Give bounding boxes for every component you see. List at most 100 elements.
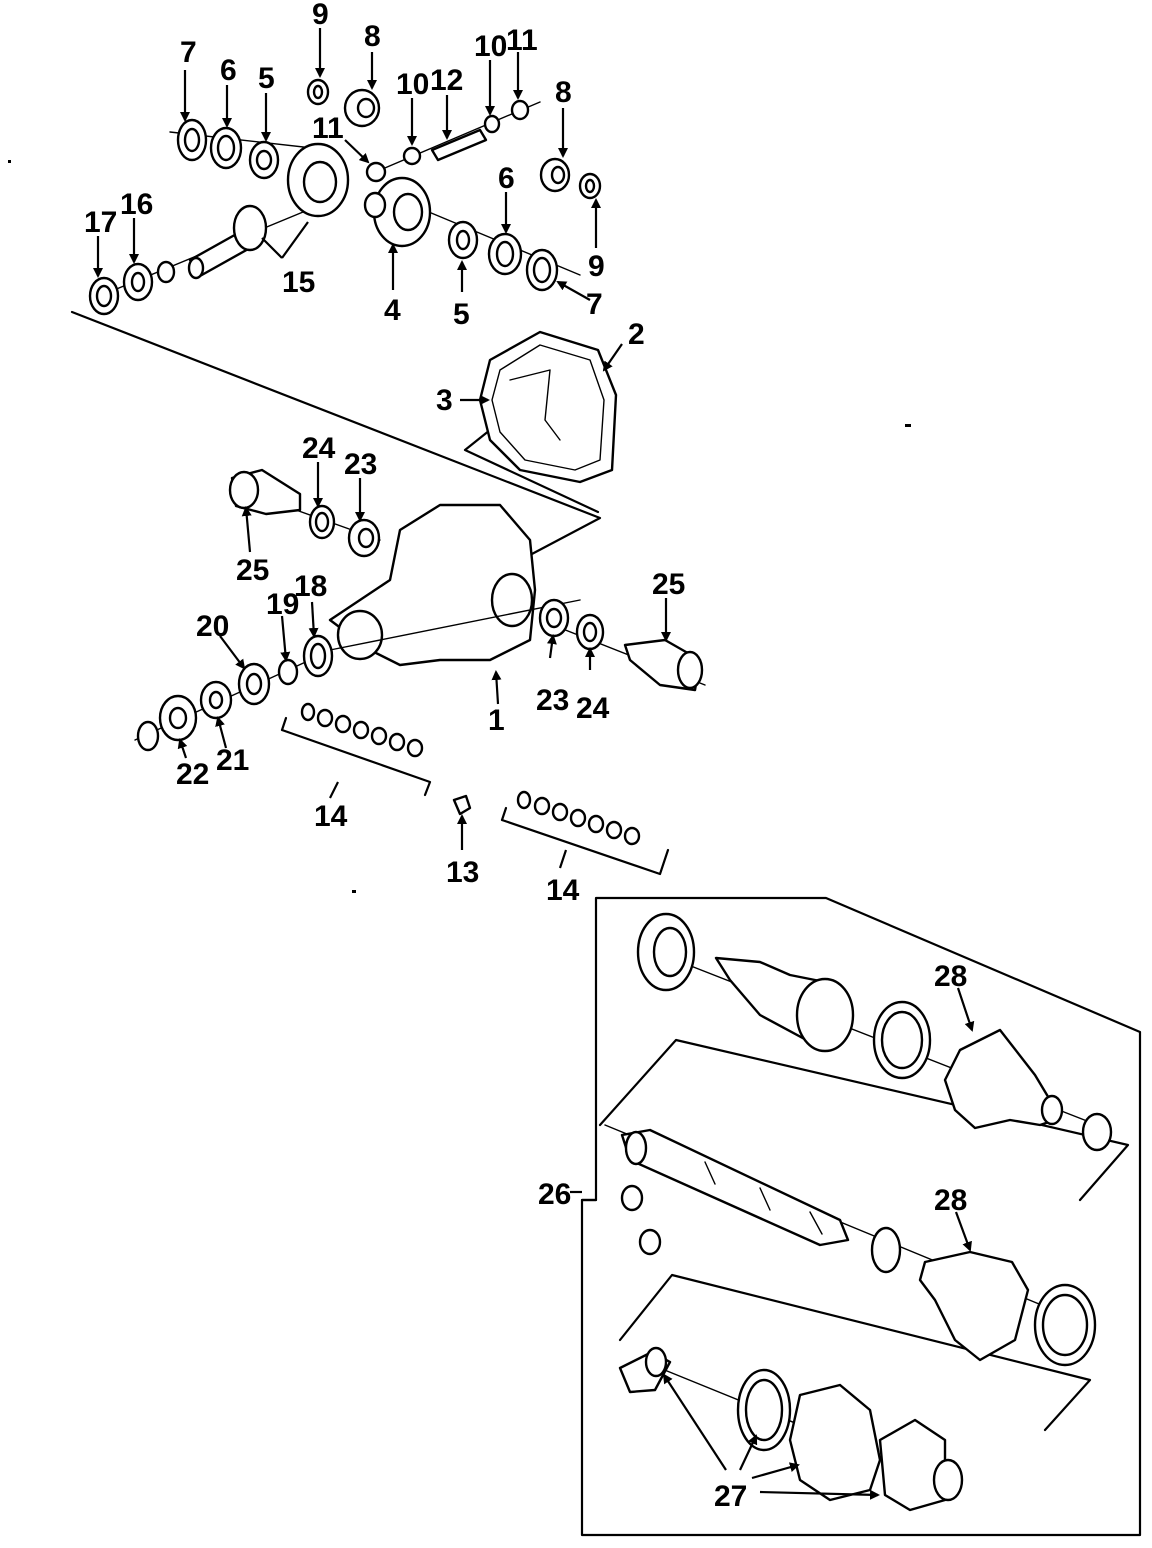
part-5-bearing-right (447, 220, 479, 260)
callout-2: 2 (628, 318, 645, 351)
part-11-washer-top (510, 99, 530, 121)
callout-9-top: 9 (312, 0, 329, 31)
callout-22: 22 (176, 758, 209, 791)
callout-8-top: 8 (364, 20, 381, 53)
part-8-gear-top (343, 88, 381, 128)
callout-14-right: 14 (546, 874, 580, 907)
inner-cv-joint (714, 956, 855, 1053)
outer-cv-joint (878, 1418, 964, 1512)
differential-exploded-group (70, 78, 706, 876)
part-19-spacer (277, 658, 299, 686)
callout-7-right: 7 (586, 288, 603, 321)
callout-28-bottom: 28 (934, 1184, 967, 1217)
callout-5-left: 5 (258, 62, 275, 95)
part-23-bearing-left (347, 518, 381, 558)
part-25-axle-left (228, 468, 302, 516)
part-16-bearing (122, 260, 176, 302)
part-17-seal (88, 276, 120, 316)
callout-17: 17 (84, 206, 117, 239)
boot-clamp-3 (1033, 1283, 1097, 1367)
callout-10-top: 10 (474, 30, 507, 63)
part-5-bearing-left (248, 140, 280, 180)
callout-arrows (93, 28, 975, 1500)
snap-ring-2 (638, 1228, 662, 1256)
part-12-pin (430, 128, 488, 162)
part-nut (136, 720, 160, 752)
outer-clamp-ring (736, 1368, 792, 1452)
part-7-seal-right (525, 248, 559, 292)
callout-14-left: 14 (314, 800, 348, 833)
part-20-bearing (237, 662, 271, 706)
part-1-housing (328, 503, 537, 667)
part-21-washer (199, 680, 233, 720)
callout-18: 18 (294, 570, 327, 603)
callout-7-left: 7 (180, 36, 197, 69)
part-15-pinion (187, 204, 268, 280)
part-10-bolt-mid (402, 146, 422, 166)
group-bracket-line (70, 310, 602, 557)
callout-27: 27 (714, 1480, 747, 1513)
callout-6-right: 6 (498, 162, 515, 195)
part-14-bolts-right (500, 790, 670, 876)
part-9-washer-right (578, 172, 602, 200)
callout-4: 4 (384, 294, 401, 327)
part-8-gear-right (539, 157, 571, 193)
scan-specks (8, 160, 911, 893)
callout-labels: 7 6 5 9 8 11 10 12 10 11 8 6 9 7 4 5 17 … (84, 0, 967, 1513)
callout-11-top: 11 (506, 24, 538, 57)
part-2-cover (478, 330, 618, 484)
callout-11-mid: 11 (312, 112, 344, 145)
cover-bracket-line (463, 428, 600, 514)
boot-clamp-2 (870, 1226, 902, 1274)
shaft-bracket (598, 1038, 1130, 1202)
callout-9-right: 9 (588, 250, 605, 283)
part-7-seal-left (176, 118, 208, 162)
part-4-case (363, 176, 432, 248)
callout-3: 3 (436, 384, 453, 417)
part-27-tripod (618, 1346, 672, 1394)
callout-15: 15 (282, 266, 315, 299)
callout-23-left: 23 (344, 448, 377, 481)
callout-10-mid: 10 (396, 68, 429, 101)
part-24-ring-left (308, 504, 336, 540)
part-22-flange (158, 694, 198, 742)
callout-12: 12 (430, 64, 463, 97)
callout-24-right: 24 (576, 692, 610, 725)
callout-20: 20 (196, 610, 229, 643)
ring-gear (286, 142, 350, 218)
boot-clamp-1 (872, 1000, 932, 1080)
callout-13: 13 (446, 856, 479, 889)
part-11-washer-mid (365, 161, 387, 183)
part-25-axle-right (623, 638, 704, 692)
callout-23-right: 23 (536, 684, 569, 717)
part-14-bolts-left (280, 702, 432, 797)
callout-26: 26 (538, 1178, 571, 1211)
axis-line-housing (329, 599, 581, 651)
part-28-boot-top (943, 1028, 1064, 1130)
callout-6-left: 6 (220, 54, 237, 87)
halfshaft-seal (636, 912, 696, 992)
callout-21: 21 (216, 744, 249, 777)
part-27-outer-boot (788, 1383, 882, 1502)
part-28-boot-bottom (918, 1250, 1030, 1362)
callout-24-left: 24 (302, 432, 336, 465)
part-6-race-left (209, 126, 243, 170)
callout-1: 1 (488, 704, 505, 737)
snap-ring-1 (620, 1184, 644, 1212)
callout-19: 19 (266, 588, 299, 621)
callout-25-right: 25 (652, 568, 685, 601)
part-18-race (302, 634, 334, 678)
callout-16: 16 (120, 188, 153, 221)
callout-8-right: 8 (555, 76, 572, 109)
part-10-bolt-top (483, 114, 501, 134)
callout-5-right: 5 (453, 298, 470, 331)
part-6-race-right (487, 232, 523, 276)
part-13-plug (452, 794, 472, 816)
small-clamp-top (1081, 1112, 1113, 1152)
outer-bracket (618, 1273, 1092, 1432)
part-9-washer-top (306, 78, 330, 106)
callout-28-top: 28 (934, 960, 967, 993)
callout-25-left: 25 (236, 554, 269, 587)
